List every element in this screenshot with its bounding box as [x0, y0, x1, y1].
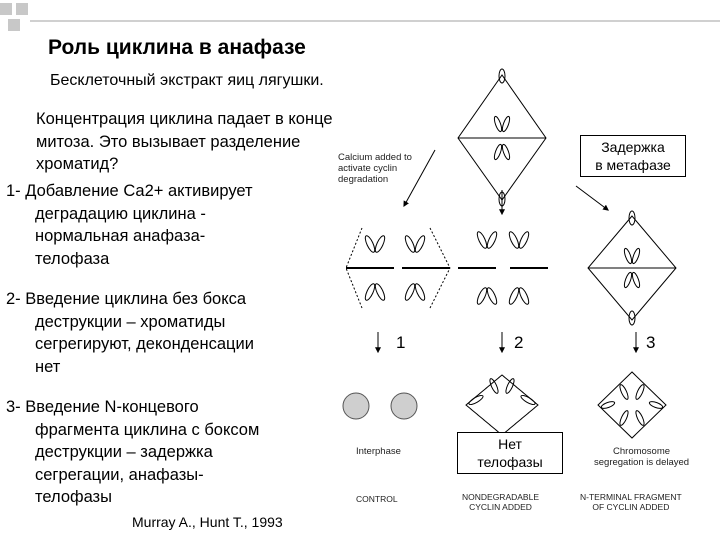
question-paragraph: Концентрация циклина падает в конце мито…	[36, 108, 333, 176]
no-telophase-line: Нет	[498, 436, 522, 452]
point-1-line: деградацию циклина -	[35, 204, 206, 223]
no-telophase-line: телофазы	[477, 454, 543, 470]
chromosome-note-line: Chromosome	[613, 446, 671, 457]
chromosome-note-line: segregation is delayed	[594, 457, 690, 468]
top-metaphase-spindle	[457, 68, 547, 207]
point-2-line: деструкции – хроматиды	[35, 312, 226, 331]
delay-in-metaphase-callout: Задержка в метафазе	[580, 135, 686, 177]
point-3-line: фрагмента циклина с боксом	[35, 420, 260, 439]
column-number-1: 1	[396, 333, 406, 352]
point-2-line: 2- Введение циклина без бокса	[6, 290, 247, 308]
point-2-line: сегрегируют, деконденсации	[35, 335, 254, 353]
point-3-line: деструкции – задержка	[35, 443, 213, 461]
point-3-line: телофазы	[35, 488, 112, 506]
calcium-note-line: degradation	[338, 174, 389, 185]
point-3-line: сегрегации, анафазы-	[35, 465, 204, 484]
interphase-label: Interphase	[356, 446, 401, 457]
point-1: 1- Добавление Са2+ активирует деградацию…	[6, 180, 253, 270]
point-1-line: 1- Добавление Са2+ активирует	[6, 182, 253, 200]
calcium-note-line: activate cyclin	[338, 163, 398, 174]
point-2-line: нет	[35, 357, 61, 376]
point-3: 3- Введение N-концевого фрагмента циклин…	[6, 396, 259, 509]
delay-callout-line: в метафазе	[595, 157, 671, 173]
point-1-line: телофаза	[35, 249, 110, 268]
slide-title: Роль циклина в анафазе	[48, 36, 306, 59]
point-1-line: нормальная анафаза-	[35, 227, 206, 245]
arrow-to-column-3	[575, 185, 609, 211]
nondegradable-label-line: CYCLIN ADDED	[469, 502, 532, 512]
control-label: CONTROL	[356, 494, 398, 504]
calcium-note-line: Calcium added to	[338, 152, 412, 163]
column-2-anaphase	[458, 231, 548, 305]
nondegradable-label: NONDEGRADABLE CYCLIN ADDED	[462, 492, 539, 512]
chromosome-note: Chromosome segregation is delayed	[594, 446, 689, 468]
reference-citation: Murray A., Hunt T., 1993	[132, 514, 283, 530]
calcium-note: Calcium added to activate cyclin degrada…	[338, 152, 412, 185]
point-3-line: 3- Введение N-концевого	[6, 398, 199, 416]
no-telophase-callout: Нет телофазы	[457, 432, 563, 474]
decorative-header-bar	[0, 3, 720, 31]
column-2-late-anaphase	[465, 374, 539, 436]
n-terminal-label-line: OF CYCLIN ADDED	[592, 502, 670, 512]
n-terminal-label-line: N-TERMINAL FRAGMENT	[580, 492, 682, 502]
slide-subtitle: Бесклеточный экстракт яиц лягушки.	[50, 72, 324, 89]
column-3-delayed-segregation	[597, 371, 667, 439]
n-terminal-label: N-TERMINAL FRAGMENT OF CYCLIN ADDED	[580, 492, 682, 512]
point-2: 2- Введение циклина без бокса деструкции…	[6, 288, 254, 378]
interphase-nuclei	[342, 392, 418, 420]
column-number-2: 2	[514, 333, 524, 352]
delay-callout-line: Задержка	[601, 139, 665, 155]
arrow-to-column-1	[403, 149, 436, 208]
column-number-3: 3	[646, 333, 656, 352]
nondegradable-label-line: NONDEGRADABLE	[462, 492, 539, 502]
question-line: митоза. Это вызывает разделение	[36, 132, 301, 151]
column-3-metaphase	[587, 210, 677, 326]
column-1-anaphase	[345, 227, 451, 309]
question-line: хроматид?	[36, 155, 119, 173]
question-line: Концентрация циклина падает в конце	[36, 110, 333, 128]
